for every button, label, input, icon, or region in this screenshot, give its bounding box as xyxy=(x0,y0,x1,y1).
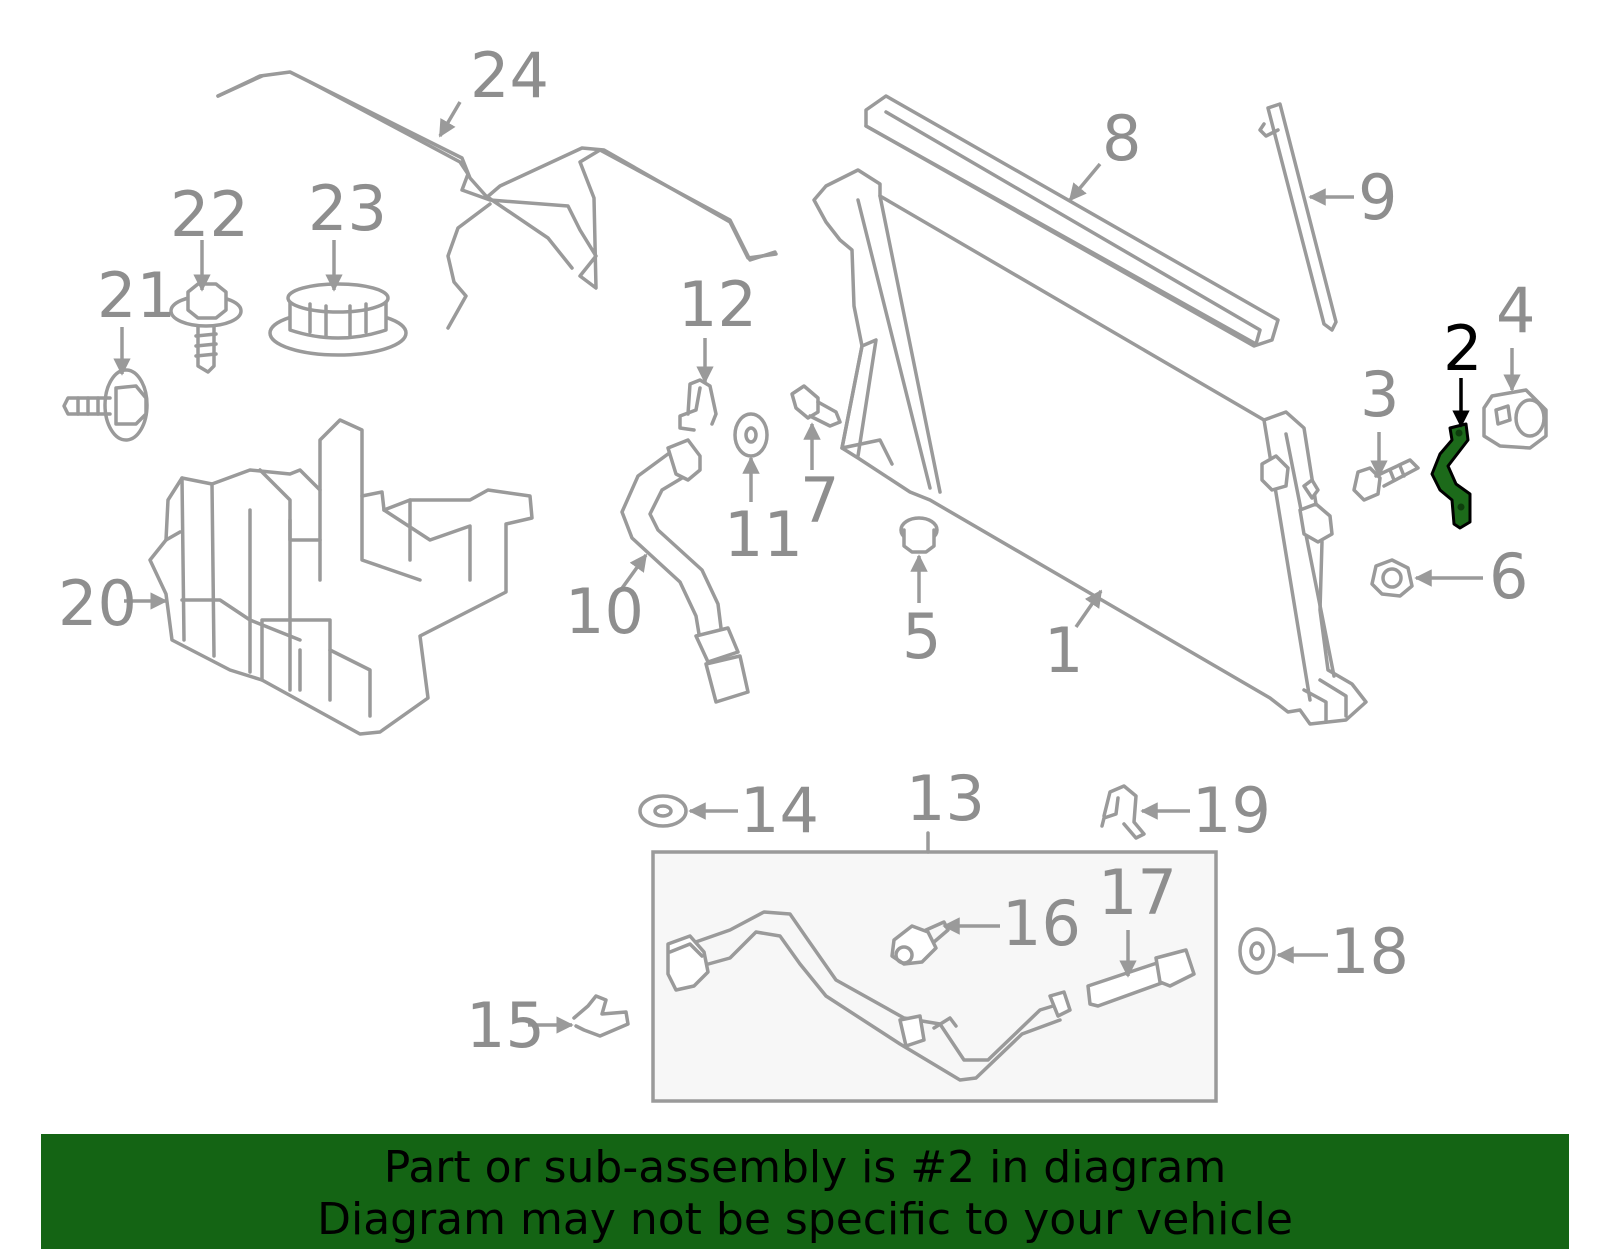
callout-18: 18 xyxy=(1330,915,1409,988)
part-9-rod xyxy=(1258,102,1338,332)
part-1-radiator xyxy=(812,168,1368,726)
part-6-nut xyxy=(1370,558,1414,598)
leader-lines xyxy=(113,101,1521,1034)
part-22-bolt xyxy=(169,282,243,374)
callout-1: 1 xyxy=(1044,614,1083,687)
callout-21: 21 xyxy=(97,259,176,332)
part-5-grommet xyxy=(899,516,939,554)
part-14-washer xyxy=(638,794,688,828)
part-24-overflow-tube xyxy=(216,70,778,330)
callout-14: 14 xyxy=(740,774,819,847)
info-banner: Part or sub-assembly is #2 in diagram Di… xyxy=(41,1134,1569,1249)
callout-22: 22 xyxy=(170,178,249,251)
callout-13: 13 xyxy=(906,762,985,835)
part-19-clip xyxy=(1100,784,1146,840)
callout-23: 23 xyxy=(308,172,387,245)
callout-6: 6 xyxy=(1489,540,1528,613)
part-7-drain-plug xyxy=(790,384,842,428)
callout-19: 19 xyxy=(1192,774,1271,847)
callout-8: 8 xyxy=(1102,102,1141,175)
callout-4: 4 xyxy=(1496,274,1535,347)
callout-15: 15 xyxy=(466,989,545,1062)
callout-labels: 24 22 23 21 20 12 11 7 10 5 1 8 9 3 4 2 … xyxy=(58,39,1535,1062)
callout-16: 16 xyxy=(1002,887,1081,960)
callout-20: 20 xyxy=(58,567,137,640)
part-2-bracket xyxy=(1430,422,1472,530)
callout-11: 11 xyxy=(724,498,803,571)
part-11-washer xyxy=(733,412,769,458)
callout-2: 2 xyxy=(1443,312,1482,385)
callout-24: 24 xyxy=(470,39,549,112)
part-10-hose xyxy=(620,438,750,704)
part-17-hose-end xyxy=(1086,948,1196,1008)
callout-5: 5 xyxy=(902,600,941,673)
part-4-bushing xyxy=(1482,388,1548,450)
callout-7: 7 xyxy=(800,464,839,537)
part-12-clip xyxy=(678,378,718,432)
callout-3: 3 xyxy=(1360,358,1399,431)
callout-12: 12 xyxy=(678,268,757,341)
callout-17: 17 xyxy=(1098,856,1177,929)
part-23-cap xyxy=(268,282,408,357)
part-8-seal xyxy=(864,94,1280,348)
part-20-reservoir xyxy=(148,418,534,736)
callout-10: 10 xyxy=(565,575,644,648)
banner-line-1: Part or sub-assembly is #2 in diagram xyxy=(383,1142,1227,1193)
part-18-washer xyxy=(1238,927,1276,975)
part-21-bolt xyxy=(62,368,149,442)
callout-9: 9 xyxy=(1358,161,1397,234)
part-3-bolt xyxy=(1352,458,1420,502)
banner-line-2: Diagram may not be specific to your vehi… xyxy=(317,1194,1293,1245)
part-15-clip xyxy=(572,994,630,1038)
